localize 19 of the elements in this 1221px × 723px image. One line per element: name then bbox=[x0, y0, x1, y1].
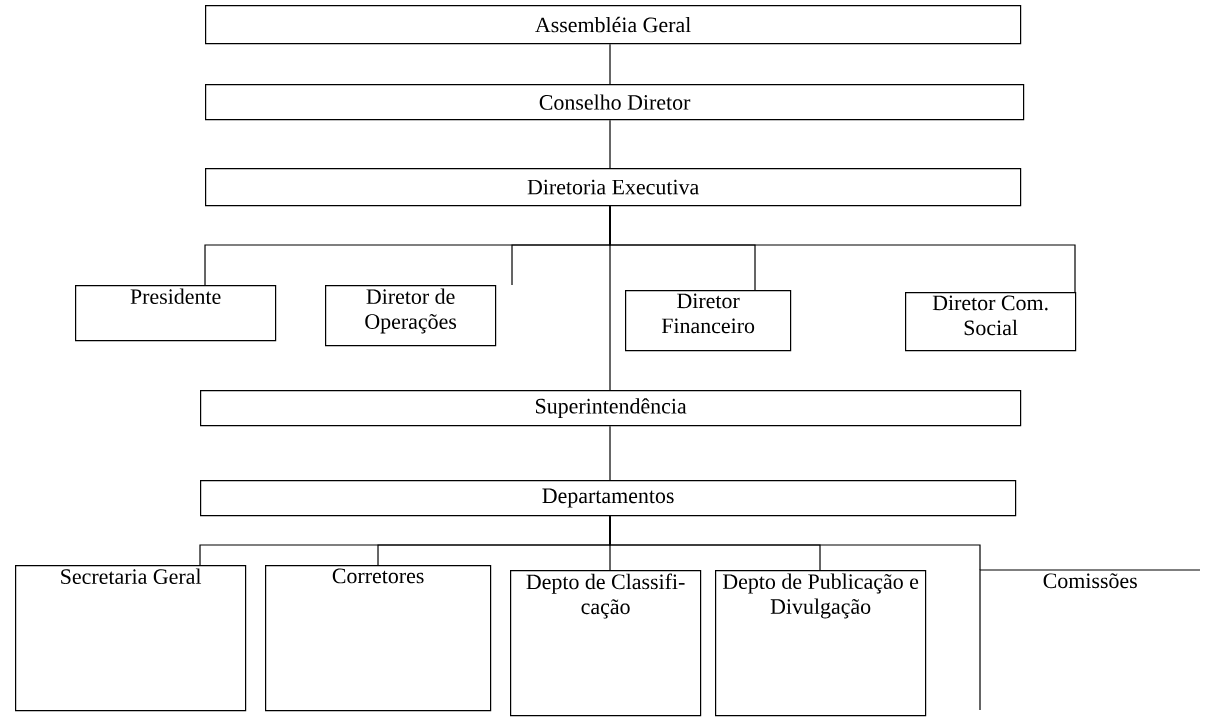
org-box: Presidente bbox=[75, 285, 277, 342]
org-box: Diretor Com. Social bbox=[905, 292, 1077, 352]
org-box: Diretor de Operações bbox=[325, 285, 497, 347]
org-box: Assembléia Geral bbox=[205, 5, 1022, 45]
org-box: Departamentos bbox=[200, 480, 1017, 517]
org-box: Conselho Diretor bbox=[205, 84, 1025, 121]
connector-line bbox=[609, 515, 981, 571]
org-box: Diretor Financeiro bbox=[625, 290, 792, 352]
org-box: Superintendência bbox=[200, 390, 1022, 427]
connector-line bbox=[609, 425, 611, 481]
org-box: Depto de Publicação e Divulgação bbox=[715, 570, 927, 717]
connector-line bbox=[609, 119, 611, 169]
org-box: Depto de Classifi- cação bbox=[510, 570, 702, 717]
org-box: Diretoria Executiva bbox=[205, 168, 1022, 207]
org-box: Comissões bbox=[979, 569, 1201, 711]
org-box: Secretaria Geral bbox=[15, 565, 247, 712]
connector-line bbox=[609, 205, 611, 391]
connector-line bbox=[609, 43, 611, 85]
org-box: Corretores bbox=[265, 565, 492, 712]
